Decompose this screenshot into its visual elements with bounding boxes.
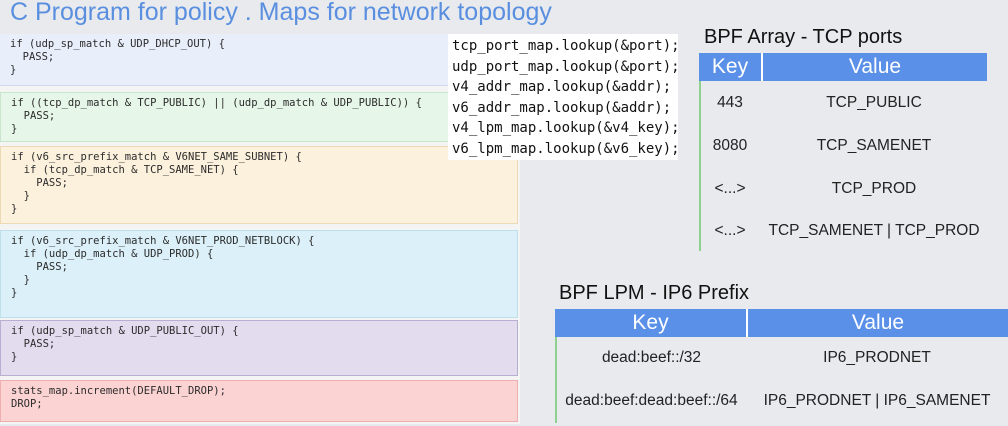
lookup-line: v4_lpm_map.lookup(&v4_key);	[452, 120, 680, 136]
bpf-array-key: 443	[717, 94, 743, 111]
code-block-public: if ((tcp_dp_match & TCP_PUBLIC) || (udp_…	[0, 92, 518, 142]
bpf-array-header: Key Value	[699, 53, 987, 81]
code-block-public-out: if (udp_sp_match & UDP_PUBLIC_OUT) { PAS…	[0, 320, 518, 376]
policy-code-panel: if (udp_sp_match & UDP_DHCP_OUT) { PASS;…	[0, 34, 520, 424]
bpf-lpm-divider	[555, 337, 557, 423]
bpf-lpm-key: dead:beef:dead:beef::/64	[565, 392, 738, 409]
page-title: C Program for policy . Maps for network …	[10, 0, 552, 26]
bpf-array-value: TCP_SAMENET | TCP_PROD	[768, 222, 980, 239]
bpf-array-value-header: Value	[848, 55, 902, 78]
code-block-prod-netblock: if (v6_src_prefix_match & V6NET_PROD_NET…	[0, 230, 518, 318]
code-block-default-drop: stats_map.increment(DEFAULT_DROP); DROP;	[0, 380, 518, 422]
bpf-array-value: TCP_SAMENET	[816, 137, 932, 154]
lookup-line: v6_addr_map.lookup(&addr);	[452, 99, 672, 116]
lookup-line: tcp_port_map.lookup(&port);	[452, 38, 680, 54]
bpf-lpm-header: Key Value	[555, 309, 1008, 337]
bpf-array-key: 8080	[712, 137, 748, 154]
bpf-array-key: <...>	[714, 180, 746, 197]
bpf-lpm-title: BPF LPM - IP6 Prefix	[559, 282, 750, 304]
bpf-array-title: BPF Array - TCP ports	[704, 26, 903, 48]
bpf-lpm-value: IP6_PRODNET	[823, 349, 931, 366]
bpf-array-value: TCP_PROD	[831, 180, 917, 197]
bpf-array-key-header: Key	[699, 53, 763, 81]
lookup-line: v4_addr_map.lookup(&addr);	[452, 79, 672, 95]
lookup-line: v6_lpm_map.lookup(&v6_key);	[452, 140, 680, 157]
bpf-lpm-key: dead:beef::/32	[601, 349, 702, 366]
bpf-lpm-key-header: Key	[555, 309, 748, 337]
bpf-array-divider	[699, 81, 701, 251]
bpf-lpm-value-header: Value	[851, 311, 905, 334]
lookup-line: udp_port_map.lookup(&port);	[452, 58, 680, 75]
code-block-dhcp-out: if (udp_sp_match & UDP_DHCP_OUT) { PASS;…	[0, 34, 518, 86]
bpf-array-key: <...>	[714, 222, 746, 239]
bpf-array-value: TCP_PUBLIC	[826, 94, 922, 111]
bpf-lpm-value: IP6_PRODNET | IP6_SAMENET	[763, 392, 991, 409]
code-block-same-subnet: if (v6_src_prefix_match & V6NET_SAME_SUB…	[0, 146, 518, 224]
map-lookup-list: tcp_port_map.lookup(&port); udp_port_map.…	[448, 34, 680, 160]
